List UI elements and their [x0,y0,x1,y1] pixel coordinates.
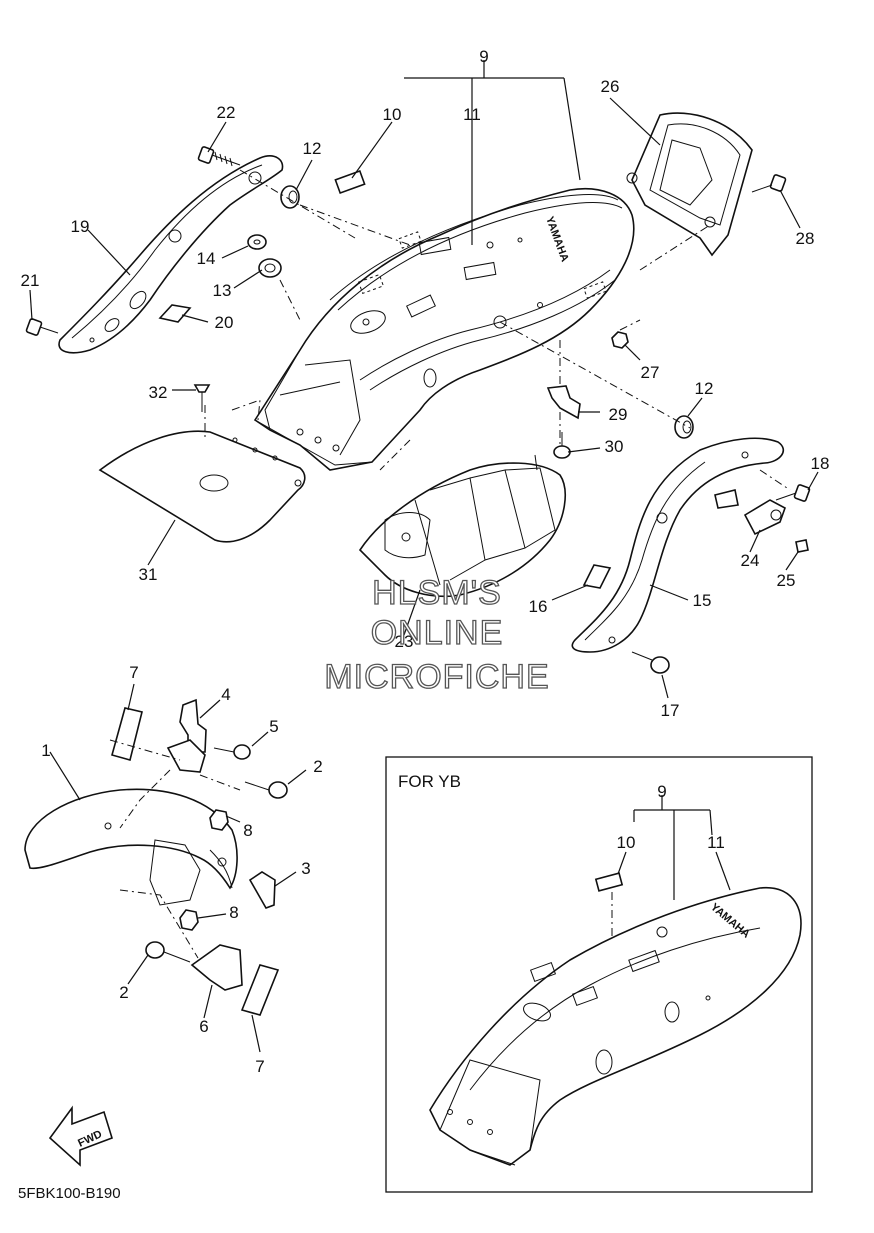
inset-label-11: 11 [707,833,725,852]
front-fender-part [24,788,238,906]
nut-8-lower [179,909,199,931]
label-11: 11 [463,105,481,124]
bolt-22 [197,146,241,167]
label-22: 22 [217,103,236,122]
label-4: 4 [221,685,230,704]
inset-fender [429,886,802,1166]
rear-fender-part: YAMAHA [253,188,635,471]
label-5: 5 [269,717,278,736]
pad-20 [158,304,192,323]
screw-30 [553,432,571,459]
grab-bar-left-part [58,155,284,354]
label-8-lower: 8 [229,903,238,922]
pad-7-lower [240,964,280,1016]
inset-for-yb: FOR YB 9 10 11 YAMAHA [385,756,813,1193]
label-18: 18 [811,454,830,473]
screw-32 [193,384,211,412]
label-2-upper: 2 [313,757,322,776]
label-7-lower: 7 [255,1057,264,1076]
label-16: 16 [529,597,548,616]
leader-lines [29,60,819,1053]
bolt-17 [631,651,670,674]
bolt-2-upper [244,781,288,799]
label-28: 28 [796,229,815,248]
bolt-2-lower [145,941,191,963]
label-27: 27 [641,363,660,382]
bolt-28 [751,174,787,193]
grab-bar-right-part [571,437,784,653]
label-30: 30 [605,437,624,456]
label-12-right: 12 [695,379,714,398]
inset-label-10: 10 [617,833,636,852]
label-25: 25 [777,571,796,590]
collar-12-right [674,415,694,439]
grommet-13 [258,258,282,278]
connection-lines [109,169,791,959]
bolt-5 [213,744,251,760]
label-9: 9 [479,47,488,66]
label-1: 1 [41,741,50,760]
watermark: HLSM'S ONLINE MICROFICHE [324,573,550,696]
stay-4 [179,698,207,753]
label-19: 19 [71,217,90,236]
label-15: 15 [693,591,712,610]
label-8-upper: 8 [243,821,252,840]
label-2-lower: 2 [119,983,128,1002]
clip-3 [248,871,276,909]
label-14: 14 [197,249,216,268]
watermark-line2: ONLINE [371,614,504,652]
label-23: 23 [395,632,414,651]
bolt-18 [775,484,811,502]
tail-light-part [626,112,753,257]
label-32: 32 [149,383,168,402]
label-29: 29 [609,405,628,424]
watermark-line3: MICROFICHE [324,658,549,696]
inset-decal-10 [594,872,624,892]
label-6: 6 [199,1017,208,1036]
nut-27 [611,331,629,349]
nut-8-upper [209,809,229,831]
inset-frame [385,756,813,1193]
bracket-24 [743,499,786,536]
label-20: 20 [215,313,234,332]
inset-title: FOR YB [398,772,461,791]
pad-7-upper [111,707,143,761]
pad-16 [582,564,612,589]
label-17: 17 [661,701,680,720]
label-24: 24 [741,551,760,570]
label-21: 21 [21,271,40,290]
watermark-line1: HLSM'S [372,574,502,612]
inner-fender-part [358,454,566,598]
label-13: 13 [213,281,232,300]
label-7-upper: 7 [129,663,138,682]
label-31: 31 [139,565,158,584]
screw-25 [795,539,809,553]
bracket-29 [546,385,581,420]
label-12-top: 12 [303,139,322,158]
label-10: 10 [383,105,402,124]
stay-upper [166,739,206,773]
label-3: 3 [301,859,310,878]
diagram-code: 5FBK100-B190 [18,1185,121,1202]
bolt-21 [25,318,59,336]
mud-flap-part [98,430,306,543]
stay-6 [190,944,243,991]
washer-14 [247,234,267,250]
label-26: 26 [601,77,620,96]
inset-label-9: 9 [657,782,666,801]
part-number-labels: 9 10 11 22 12 26 19 14 13 21 20 28 27 32… [21,47,830,1076]
fwd-arrow: FWD [48,1105,113,1167]
decal-10 [334,169,366,195]
